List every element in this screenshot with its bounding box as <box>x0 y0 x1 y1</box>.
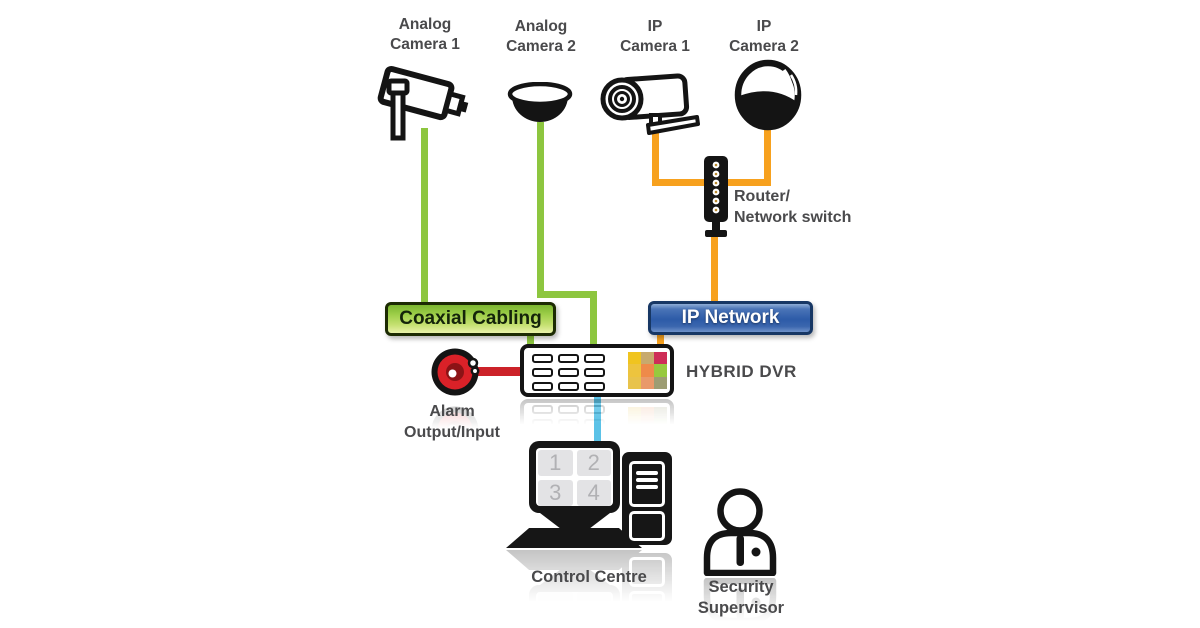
mosaic-tile <box>641 352 654 365</box>
dvr-slot <box>558 382 579 391</box>
alarm-siren-icon <box>431 348 480 396</box>
screen-tile-2: 2 <box>576 450 611 476</box>
dvr-drive-slots <box>532 354 605 391</box>
cable-ip-network-to-dvr <box>657 332 664 347</box>
dvr-slot <box>584 382 605 391</box>
cable-analog-camera-2-vertical <box>537 122 544 295</box>
ip-network-label: IP Network <box>681 307 780 328</box>
cable-ip-camera-1 <box>652 126 659 184</box>
mosaic-tile <box>654 364 667 377</box>
control-centre-label: Control Centre <box>531 568 647 586</box>
ip-camera-2-icon <box>734 59 802 131</box>
monitor-icon: 1 2 3 4 <box>529 441 620 513</box>
hybrid-dvr-device <box>520 344 674 397</box>
ip-camera-1-icon <box>600 73 700 135</box>
dvr-slot <box>558 354 579 363</box>
vent-bar <box>636 478 658 482</box>
tower-pc-icon <box>622 452 672 545</box>
mosaic-tile <box>654 376 667 389</box>
mosaic-tile <box>641 376 654 389</box>
dvr-video-mosaic <box>628 352 667 389</box>
analog-camera-1-icon <box>377 65 469 141</box>
mosaic-tile <box>641 364 654 377</box>
cable-ip-camera-2 <box>764 128 771 184</box>
dvr-slot <box>532 368 553 377</box>
monitor-screen: 1 2 3 4 <box>536 448 613 506</box>
control-centre-group: 1 2 3 4 <box>505 440 673 548</box>
dvr-slot <box>584 368 605 377</box>
dvr-slot <box>532 382 553 391</box>
mosaic-tile <box>628 376 641 389</box>
mosaic-tile <box>628 352 641 365</box>
mosaic-tile <box>628 364 641 377</box>
coaxial-cabling-box: Coaxial Cabling <box>385 302 556 336</box>
monitor-base <box>506 528 642 548</box>
dvr-slot <box>558 368 579 377</box>
security-supervisor-icon <box>703 488 777 576</box>
screen-tile-4: 4 <box>576 480 611 506</box>
coaxial-cabling-label: Coaxial Cabling <box>399 308 542 329</box>
vent-bar <box>636 485 658 489</box>
cable-router-to-ip-network <box>711 232 718 304</box>
cable-dvr-to-monitor <box>594 395 601 445</box>
tower-top-panel <box>629 461 665 507</box>
router-icon <box>704 156 728 237</box>
analog-camera-2-icon <box>507 82 573 122</box>
cable-coax-to-dvr <box>527 333 534 347</box>
cable-analog-camera-2-drop <box>590 291 597 347</box>
hybrid-dvr-label: HYBRID DVR <box>686 362 797 381</box>
screen-tile-3: 3 <box>538 480 573 506</box>
mosaic-tile <box>654 352 667 365</box>
monitor-neck <box>540 513 610 529</box>
router-label: Router/Network switch <box>734 188 852 226</box>
cable-analog-camera-2-horizontal <box>537 291 597 298</box>
tower-bottom-panel <box>629 511 665 541</box>
cable-alarm-to-dvr <box>466 367 524 376</box>
ip-network-box: IP Network <box>648 301 813 335</box>
dvr-slot <box>532 354 553 363</box>
dvr-slot <box>584 354 605 363</box>
cable-analog-camera-1 <box>421 128 428 304</box>
vent-bar <box>636 471 658 475</box>
screen-tile-1: 1 <box>538 450 573 476</box>
